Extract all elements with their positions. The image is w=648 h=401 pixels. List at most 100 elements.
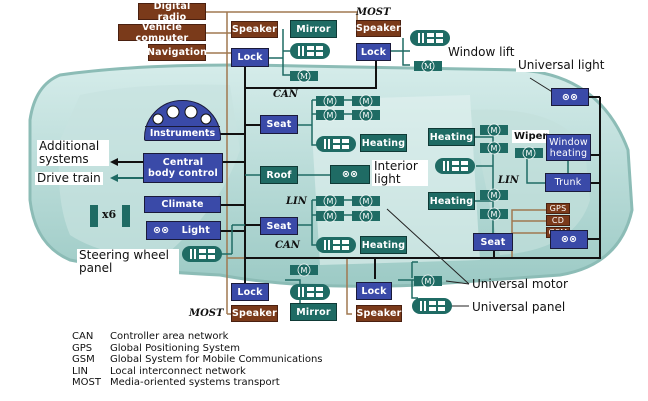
lin-bus-label-left: LIN xyxy=(286,196,307,207)
can-bus-label-top: CAN xyxy=(273,89,298,100)
svg-text:M: M xyxy=(491,144,498,153)
legend-abbr: CAN xyxy=(72,331,94,342)
callout-pointers xyxy=(386,77,555,307)
universal-light-label: Universal light xyxy=(516,58,607,72)
seat-motor-icon: M xyxy=(316,208,344,227)
gauge-icons xyxy=(152,105,212,125)
svg-text:M: M xyxy=(526,149,533,158)
seat-motor-icon: M xyxy=(316,93,344,112)
motor-icon: M xyxy=(290,68,318,87)
front-heating-box: Heating xyxy=(360,134,407,152)
most-bus-label-bottom: MOST xyxy=(189,308,224,319)
seat-motor-icon: M xyxy=(480,140,508,159)
can-bus-label-bottom: CAN xyxy=(275,240,300,251)
svg-text:M: M xyxy=(300,72,308,81)
legend-abbr: GSM xyxy=(72,354,95,365)
rear-left-mirror-box: Mirror xyxy=(290,303,337,321)
seat-motor-icon: M xyxy=(480,187,508,206)
seat-motor-icon: M xyxy=(480,206,508,225)
legend-abbr: GPS xyxy=(72,342,93,354)
universal-light-box: ⊗⊗ xyxy=(551,88,589,106)
digital-radio-box: Digital radio xyxy=(138,1,206,23)
lamp-icon: ⊗⊗ xyxy=(561,91,579,103)
steering-wheel-panel-label: Steering wheel panel xyxy=(77,249,179,275)
light-box: ⊗⊗ Light xyxy=(146,221,221,240)
front-right-speaker-box: Speaker xyxy=(356,20,401,37)
svg-text:M: M xyxy=(327,197,334,206)
back-seat-box: Seat xyxy=(473,233,513,251)
seat-motor-icon: M xyxy=(316,193,344,212)
lamp-icon: ⊗⊗ xyxy=(153,225,170,236)
seat-panel-icon xyxy=(316,136,356,156)
front-seat-box: Seat xyxy=(260,115,298,134)
front-left-mirror-box: Mirror xyxy=(290,20,337,38)
universal-panel-icon xyxy=(290,284,330,304)
svg-text:M: M xyxy=(424,62,432,71)
rear-right-lock-box: Lock xyxy=(356,282,392,300)
rear-heating-box: Heating xyxy=(360,236,407,254)
universal-panel-icon xyxy=(410,30,450,50)
universal-panel-icon xyxy=(290,43,330,63)
instruments-label: Instruments xyxy=(145,126,220,140)
rear-left-speaker-box: Speaker xyxy=(231,305,278,322)
interior-light-label: Interior light xyxy=(372,160,428,186)
navigation-box: Navigation xyxy=(147,44,207,61)
front-right-lock-box: Lock xyxy=(356,43,391,61)
rear-right-speaker-box: Speaker xyxy=(356,305,402,322)
front-left-lock-box: Lock xyxy=(231,48,269,67)
svg-text:M: M xyxy=(363,197,370,206)
abbreviation-legend: CAN Controller area network GPS Global Pos… xyxy=(72,331,323,389)
lamp-icon: ⊗⊗ xyxy=(341,169,359,180)
universal-motor-label: Universal motor xyxy=(472,277,568,291)
seat-panel-icon xyxy=(316,237,356,257)
window-lift-label: Window lift xyxy=(446,45,517,59)
lin-bus-label-right: LIN xyxy=(498,175,519,186)
svg-text:M: M xyxy=(327,212,334,221)
svg-text:M: M xyxy=(301,266,308,275)
svg-text:M: M xyxy=(363,111,370,120)
climate-box: Climate xyxy=(144,196,221,213)
universal-panel-label: Universal panel xyxy=(472,300,566,314)
roof-box: Roof xyxy=(260,166,298,184)
central-body-control-box: Central body control xyxy=(143,153,223,183)
vehicle-computer-box: Vehicle computer xyxy=(118,22,206,44)
legend-row: CAN Controller area network xyxy=(72,331,323,343)
legend-desc: Global Positioning System xyxy=(110,342,240,354)
universal-panel-icon xyxy=(412,298,452,318)
legend-abbr: MOST xyxy=(72,377,101,388)
legend-row: GPS Global Positioning System xyxy=(72,343,323,355)
seat-motor-icon: M xyxy=(352,93,380,112)
lamp-icon: ⊗⊗ xyxy=(560,234,578,245)
cd-box: CD xyxy=(546,215,570,226)
seat-motor-icon: M xyxy=(480,122,508,141)
light-label: Light xyxy=(181,225,210,236)
svg-text:M: M xyxy=(363,97,370,106)
trunk-box: Trunk xyxy=(545,173,591,192)
legend-desc: Controller area network xyxy=(110,331,229,342)
seat-motor-icon: M xyxy=(352,107,380,126)
additional-systems-label: Additional systems xyxy=(37,140,109,166)
window-heating-box: Window heating xyxy=(546,134,591,161)
rear-light-box: ⊗⊗ xyxy=(550,230,588,249)
motor-icon: M xyxy=(290,262,318,281)
drive-train-label: Drive train xyxy=(35,171,103,185)
svg-text:M: M xyxy=(327,111,334,120)
rear-left-lock-box: Lock xyxy=(231,283,269,301)
seat-panel-icon xyxy=(435,158,475,178)
gps-box: GPS xyxy=(546,203,570,214)
steering-wheel-panel-icon xyxy=(182,246,222,266)
most-bus-label-top: MOST xyxy=(356,7,391,18)
legend-abbr: LIN xyxy=(72,365,89,377)
can-bus-lines xyxy=(220,60,601,290)
x6-label: x6 xyxy=(102,208,117,221)
output-arrows xyxy=(110,158,143,182)
interior-light-box: ⊗⊗ xyxy=(330,165,370,184)
front-left-speaker-box: Speaker xyxy=(231,21,278,38)
instruments-cluster: Instruments xyxy=(144,100,221,141)
svg-text:M: M xyxy=(327,97,334,106)
svg-text:M: M xyxy=(491,210,498,219)
svg-text:M: M xyxy=(425,277,432,286)
